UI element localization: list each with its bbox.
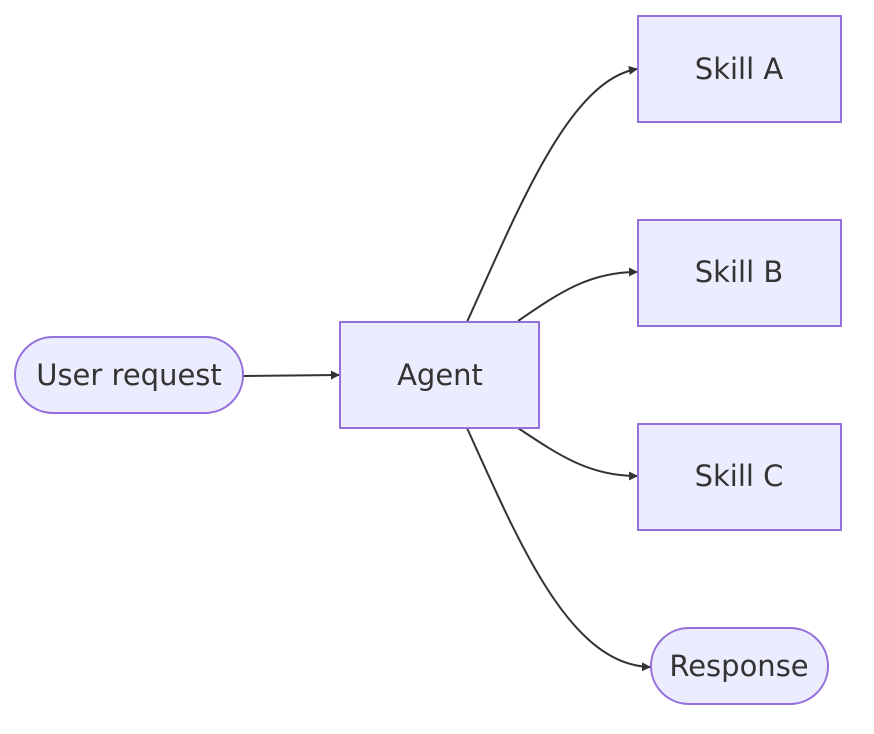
node-skill-c-shape [637,423,842,531]
edge-agent-to-skill-a [466,65,638,323]
node-skill-a: Skill A [637,15,842,123]
node-user-request-shape [14,336,244,414]
node-agent-shape [339,321,540,429]
node-response-shape [650,627,829,705]
node-agent: Agent [339,321,540,429]
node-response: Response [650,627,829,705]
node-user-request-label: User request [36,358,222,392]
edge-user-request-to-agent [242,370,340,380]
edge-agent-to-response [466,427,651,672]
node-agent-label: Agent [397,358,483,392]
edge-agent-to-skill-c [517,427,638,481]
edge-agent-to-skill-b [517,267,638,322]
edges [242,65,651,672]
node-skill-b: Skill B [637,219,842,327]
node-skill-a-label: Skill A [695,52,784,86]
node-skill-b-label: Skill B [695,255,784,289]
node-skill-a-shape [637,15,842,123]
node-skill-b-shape [637,219,842,327]
node-skill-c-label: Skill C [695,459,784,493]
node-response-label: Response [669,649,808,683]
node-user-request: User request [14,336,244,414]
node-skill-c: Skill C [637,423,842,531]
